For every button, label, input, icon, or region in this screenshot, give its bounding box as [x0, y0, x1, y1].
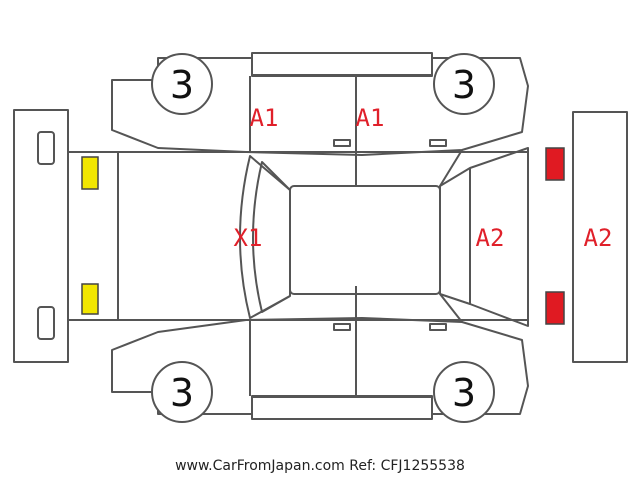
watermark-text: www.CarFromJapan.com Ref: CFJ1255538: [175, 458, 465, 474]
left-side-outline: [111, 52, 529, 186]
tire-front-left: [151, 53, 213, 115]
taillight-lower: [545, 291, 565, 325]
headlight-upper: [81, 156, 99, 190]
taillight-upper: [545, 147, 565, 181]
tire-grade-front-right: 3: [170, 371, 194, 415]
front-bumper-outline: [13, 109, 69, 363]
headlight-lower: [81, 283, 99, 315]
damage-mark-hood: X1: [234, 224, 263, 252]
body-top-outline: [67, 147, 529, 327]
tire-grade-rear-right: 3: [452, 371, 476, 415]
damage-mark-left-front-door: A1: [250, 104, 279, 132]
tire-front-right: [151, 361, 213, 423]
tire-rear-right: [433, 361, 495, 423]
rear-bumper-outline: [572, 111, 628, 363]
damage-mark-rear-glass: A2: [476, 224, 505, 252]
tire-grade-rear-left: 3: [452, 63, 476, 107]
damage-mark-rear-bumper: A2: [584, 224, 613, 252]
tire-rear-left: [433, 53, 495, 115]
tire-grade-front-left: 3: [170, 63, 194, 107]
damage-mark-left-rear-door: A1: [356, 104, 385, 132]
